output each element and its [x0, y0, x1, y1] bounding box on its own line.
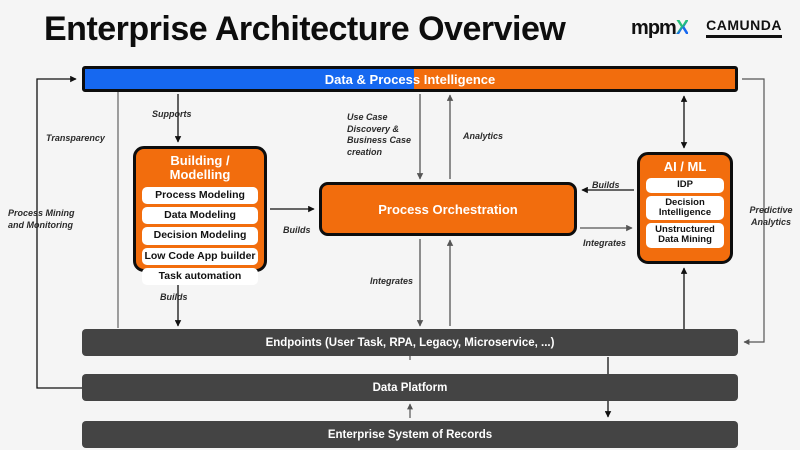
annotation-builds-bottom: Builds	[160, 292, 188, 302]
chip-idp[interactable]: IDP	[646, 178, 724, 193]
chip-process-modeling[interactable]: Process Modeling	[142, 186, 258, 204]
annotation-builds-right: Builds	[592, 180, 620, 190]
process-orchestration-box[interactable]: Process Orchestration	[319, 182, 577, 236]
mpmx-logo: mpmX	[631, 17, 689, 39]
annotation-supports: Supports	[152, 109, 192, 119]
logo-group: mpmX CAMUNDA	[631, 17, 782, 39]
data-platform-label: Data Platform	[372, 381, 448, 394]
endpoints-label: Endpoints (User Task, RPA, Legacy, Micro…	[265, 336, 555, 349]
annotation-transparency: Transparency	[46, 133, 105, 143]
annotation-integrates-center: Integrates	[370, 276, 414, 286]
annotation-predictive-analytics: Predictive Analytics	[749, 205, 793, 227]
ai-ml-title: AI / ML	[663, 159, 707, 174]
chip-decision-modeling[interactable]: Decision Modeling	[142, 227, 258, 245]
page-title: Enterprise Architecture Overview	[44, 10, 566, 48]
chip-unstructured-data-mining[interactable]: Unstructured Data Mining	[646, 223, 724, 248]
ai-ml-group[interactable]: AI / ML IDP Decision Intelligence Unstru…	[637, 152, 733, 264]
system-of-records-label: Enterprise System of Records	[327, 428, 493, 441]
chip-data-modeling[interactable]: Data Modeling	[142, 206, 258, 225]
data-process-intelligence-label: Data & Process Intelligence	[324, 71, 496, 87]
system-of-records-bar[interactable]: Enterprise System of Records	[82, 421, 738, 448]
building-modelling-group[interactable]: Building / Modelling Process Modeling Da…	[133, 146, 267, 286]
data-process-intelligence-bar[interactable]: Data & Process Intelligence	[82, 66, 738, 92]
building-modelling-title: Building / Modelling	[169, 153, 231, 183]
endpoints-bar[interactable]: Endpoints (User Task, RPA, Legacy, Micro…	[82, 329, 738, 356]
chip-decision-intelligence[interactable]: Decision Intelligence	[646, 195, 724, 221]
chip-task-automation[interactable]: Task automation	[142, 267, 258, 286]
data-platform-bar[interactable]: Data Platform	[82, 374, 738, 401]
annotation-analytics: Analytics	[463, 131, 504, 141]
mpmx-logo-accent: X	[675, 17, 689, 39]
annotation-builds-left: Builds	[283, 225, 311, 235]
annotation-use-case-discovery: Use Case Discovery & Business Case creat…	[347, 112, 412, 157]
mpmx-logo-text: mpm	[631, 17, 677, 39]
process-orchestration-label: Process Orchestration	[378, 201, 518, 217]
annotation-process-mining: Process Mining and Monitoring	[8, 208, 75, 230]
camunda-logo: CAMUNDA	[706, 17, 782, 38]
chip-low-code-app-builder[interactable]: Low Code App builder	[142, 247, 258, 265]
annotation-integrates-right: Integrates	[583, 238, 627, 248]
